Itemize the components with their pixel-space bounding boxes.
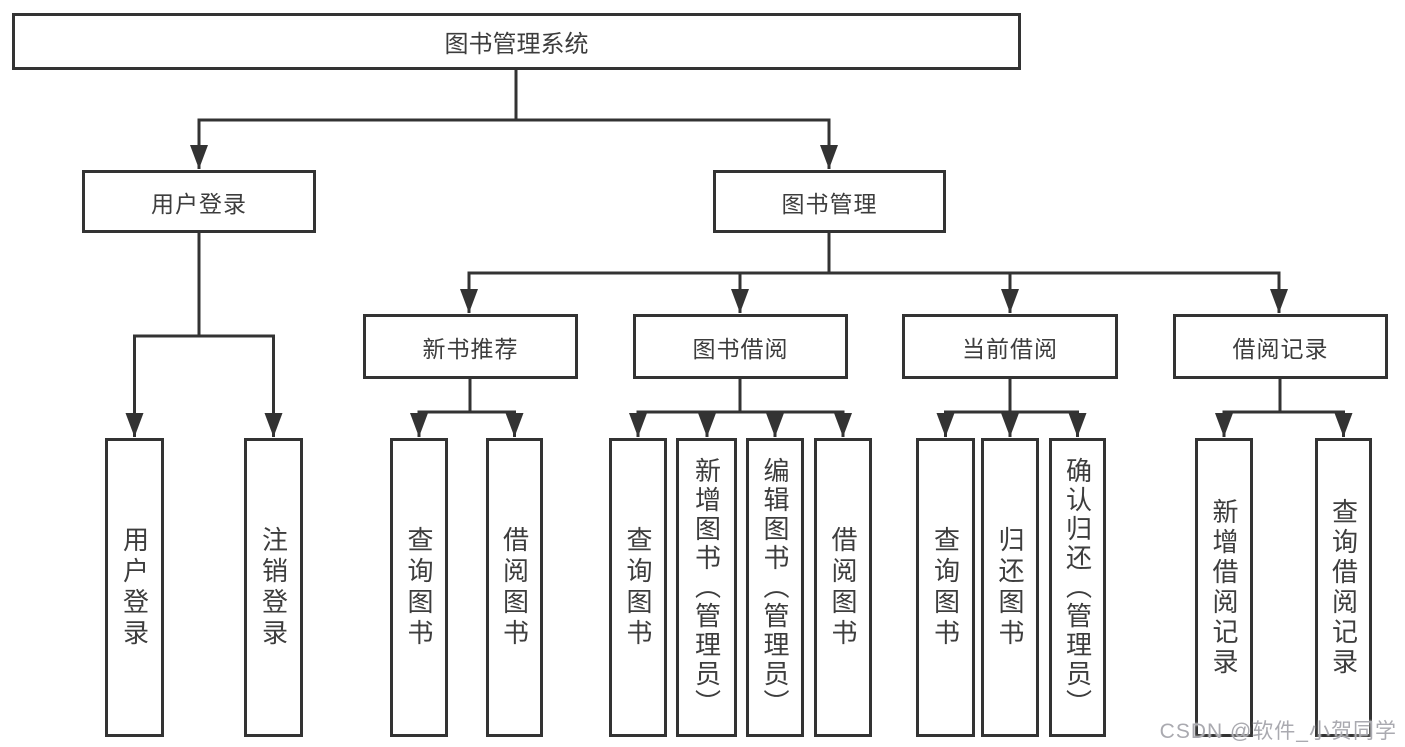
csdn-watermark: CSDN @软件_小贺同学	[1159, 720, 1397, 743]
leaf-borrow-query-books: 查询图书	[609, 438, 667, 737]
node-current-borrowing: 当前借阅	[902, 314, 1118, 379]
leaf-add-books-admin: 新增图书（管理员）	[676, 438, 737, 737]
leaf-add-borrow-record: 新增借阅记录	[1195, 438, 1253, 737]
leaf-current-query-books: 查询图书	[916, 438, 975, 737]
node-library-management-system: 图书管理系统	[12, 13, 1021, 70]
node-new-book-recommendation: 新书推荐	[363, 314, 578, 379]
leaf-confirm-return-admin: 确认归还（管理员）	[1049, 438, 1106, 737]
leaf-query-borrow-record: 查询借阅记录	[1315, 438, 1372, 737]
leaf-borrow-books: 借阅图书	[814, 438, 872, 737]
node-book-management: 图书管理	[713, 170, 946, 233]
leaf-recommend-borrow-books: 借阅图书	[486, 438, 543, 737]
leaf-edit-books-admin: 编辑图书（管理员）	[746, 438, 804, 737]
leaf-user-login: 用户登录	[105, 438, 164, 737]
leaf-logout: 注销登录	[244, 438, 303, 737]
leaf-return-books: 归还图书	[981, 438, 1039, 737]
node-borrowing-records: 借阅记录	[1173, 314, 1388, 379]
node-user-login: 用户登录	[82, 170, 316, 233]
node-book-borrowing: 图书借阅	[633, 314, 848, 379]
leaf-recommend-query-books: 查询图书	[390, 438, 448, 737]
